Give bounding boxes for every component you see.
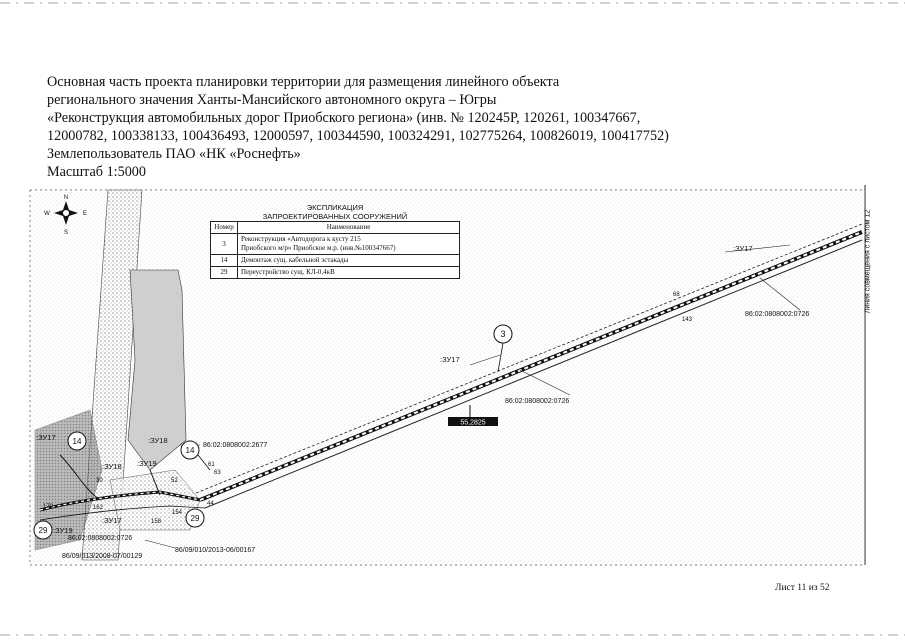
header-line-3: «Реконструкция автомобильных дорог Приоб… bbox=[47, 110, 641, 126]
callout-29-left-label: 29 bbox=[39, 526, 48, 535]
label-n30: 30 bbox=[96, 478, 103, 484]
table-row: 14 Демонтаж сущ. кабельной эстакады bbox=[210, 254, 460, 267]
label-zu18-b: :ЗУ18 bbox=[102, 462, 122, 471]
col-name-header: Наименование bbox=[237, 221, 460, 234]
compass-s: S bbox=[64, 230, 68, 236]
label-zu17-a: :ЗУ17 bbox=[733, 244, 753, 253]
callout-3-label: 3 bbox=[500, 329, 505, 339]
explication-title-1: ЭКСПЛИКАЦИЯ bbox=[306, 203, 364, 212]
label-zu17-b: :ЗУ17 bbox=[440, 355, 460, 364]
label-n170: 170 bbox=[43, 504, 54, 510]
callout-29-right-label: 29 bbox=[191, 514, 200, 523]
label-n154: 154 bbox=[172, 510, 183, 516]
explication-header-row: Номер Наименование bbox=[210, 221, 460, 234]
row-name-line-1: Реконструкция «Автодорога к кусту 215 bbox=[241, 235, 361, 243]
callout-14-left: 14 bbox=[67, 431, 87, 451]
label-cad-a: 86:02:0808002:0726 bbox=[745, 311, 809, 318]
benchmark-label: 55,2825 bbox=[460, 420, 485, 427]
row-name: Демонтаж сущ. кабельной эстакады bbox=[237, 254, 460, 267]
sheet-number: Лист 11 из 52 bbox=[775, 583, 830, 593]
label-cad-d: 86:02:0808002:2677 bbox=[203, 442, 267, 449]
col-num-header: Номер bbox=[210, 221, 238, 234]
label-cad-b: 86:02:0808002:0726 bbox=[505, 398, 569, 405]
compass-rose-icon: N S W E bbox=[44, 195, 87, 236]
label-n52: 52 bbox=[171, 478, 178, 484]
compass-w: W bbox=[44, 211, 50, 217]
explication-legend: ЭКСПЛИКАЦИЯ ЗАПРОЕКТИРОВАННЫХ СООРУЖЕНИЙ… bbox=[210, 203, 460, 279]
header-line-4: 12000782, 100338133, 100436493, 12000597… bbox=[47, 128, 669, 144]
callout-14-right: 14 bbox=[180, 440, 211, 471]
upper-land-block bbox=[127, 269, 187, 471]
row-num: 14 bbox=[210, 254, 238, 267]
explication-table: Номер Наименование 3 Реконструкция «Авто… bbox=[210, 221, 460, 279]
table-row: 29 Переустройство сущ. КЛ-0,4кВ bbox=[210, 266, 460, 279]
callout-3: 3 bbox=[493, 324, 513, 373]
label-cad-c: 86:02:0808002:0726 bbox=[68, 535, 132, 542]
row-num: 3 bbox=[210, 233, 238, 255]
label-n61: 61 bbox=[208, 462, 215, 468]
label-zu17-d: :ЗУ17 bbox=[102, 516, 122, 525]
label-zu17-c: :ЗУ17 bbox=[36, 433, 56, 442]
label-n68: 68 bbox=[673, 292, 680, 298]
explication-title-2: ЗАПРОЕКТИРОВАННЫХ СООРУЖЕНИЙ bbox=[262, 211, 408, 221]
compass-n: N bbox=[64, 195, 68, 201]
header-line-1: Основная часть проекта планировки террит… bbox=[47, 74, 560, 90]
label-n44: 44 bbox=[207, 501, 214, 507]
row-name-line-2: Приобского м/р» Приобское м.р. (инв.№100… bbox=[241, 244, 396, 252]
road-corridor bbox=[195, 223, 863, 509]
match-line-note: Линия совмещения с листом 12 bbox=[854, 204, 878, 324]
label-cad-f: 86/09/013/2008-07/00129 bbox=[62, 553, 142, 560]
callout-29-left: 29 bbox=[33, 520, 53, 540]
label-zu18-a: :ЗУ18 bbox=[148, 436, 168, 445]
label-n63: 63 bbox=[214, 470, 221, 476]
label-zu19-b: :ЗУ19 bbox=[53, 526, 73, 535]
lower-road bbox=[39, 454, 206, 521]
callout-14-left-label: 14 bbox=[73, 437, 82, 446]
callout-29-right: 29 bbox=[185, 508, 205, 528]
row-name: Переустройство сущ. КЛ-0,4кВ bbox=[237, 266, 460, 279]
header-line-6: Масштаб 1:5000 bbox=[47, 164, 146, 180]
header-line-5: Землепользователь ПАО «НК «Роснефть» bbox=[47, 146, 301, 162]
label-n162: 162 bbox=[93, 505, 104, 511]
header-line-2: регионального значения Ханты-Мансийского… bbox=[47, 92, 497, 108]
compass-e: E bbox=[83, 211, 87, 217]
match-line-text: Линия совмещения с листом 12 bbox=[864, 209, 872, 314]
row-num: 29 bbox=[210, 266, 238, 279]
label-zu19-a: :ЗУ19 bbox=[137, 459, 157, 468]
label-n158: 158 bbox=[151, 519, 162, 525]
benchmark-marker: 55,2825 bbox=[448, 405, 498, 427]
label-n143: 143 bbox=[682, 317, 693, 323]
label-cad-e: 86/09/010/2013-06/00167 bbox=[175, 547, 255, 554]
callout-14-right-label: 14 bbox=[186, 446, 195, 455]
